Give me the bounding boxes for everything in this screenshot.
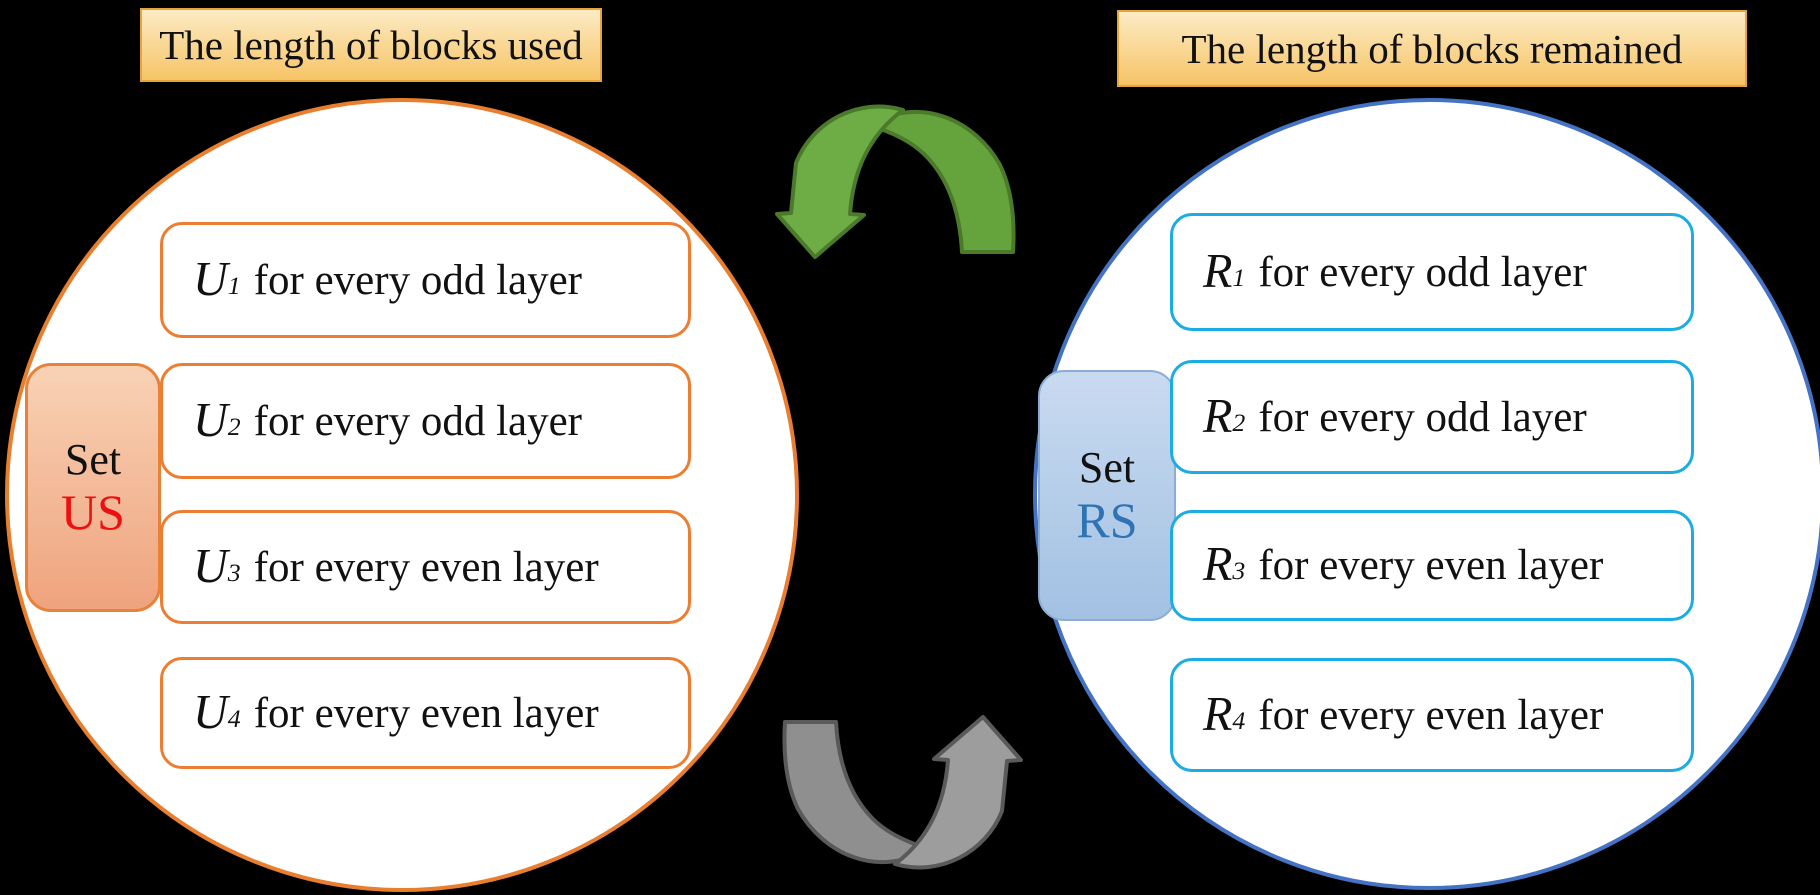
item-variable: U	[193, 252, 228, 306]
curved-arrow-up-icon	[778, 712, 1028, 884]
item-subscript: 2	[227, 411, 241, 441]
banner-blocks-used-text: The length of blocks used	[159, 22, 583, 68]
item-variable: U	[193, 393, 228, 447]
item-variable: R	[1203, 687, 1233, 741]
banner-blocks-remained-text: The length of blocks remained	[1181, 25, 1683, 72]
item-text: for every even layer	[253, 689, 599, 737]
curved-arrow-down-icon	[770, 90, 1020, 262]
item-subscript: 2	[1232, 407, 1246, 437]
set-rs-badge: Set RS	[1038, 370, 1176, 621]
set-us-badge: Set US	[25, 363, 161, 612]
item-text: for every even layer	[1258, 542, 1604, 589]
item-variable: U	[193, 685, 228, 739]
set-us-badge-word: Set	[64, 434, 122, 484]
item-text: for every even layer	[1258, 691, 1604, 739]
item-text: for every odd layer	[1258, 248, 1587, 296]
item-text: for every odd layer	[1258, 393, 1587, 441]
set-rs-badge-name: RS	[1076, 492, 1138, 549]
item-variable: R	[1203, 389, 1233, 443]
item-text: for every odd layer	[253, 256, 583, 304]
set-rs-badge-word: Set	[1078, 442, 1136, 492]
item-subscript: 1	[1232, 262, 1246, 292]
item-text: for every even layer	[253, 543, 599, 591]
banner-blocks-used: The length of blocks used	[140, 8, 602, 82]
item-subscript: 1	[227, 270, 241, 300]
item-subscript: 4	[227, 703, 241, 733]
item-variable: U	[193, 539, 228, 593]
item-variable: R	[1203, 538, 1233, 592]
item-variable: R	[1203, 244, 1233, 298]
item-subscript: 3	[227, 557, 241, 587]
banner-blocks-remained: The length of blocks remained	[1117, 10, 1747, 87]
set-us-badge-name: US	[61, 484, 125, 541]
item-subscript: 4	[1232, 705, 1246, 735]
item-subscript: 3	[1232, 556, 1246, 586]
item-text: for every odd layer	[253, 397, 583, 445]
